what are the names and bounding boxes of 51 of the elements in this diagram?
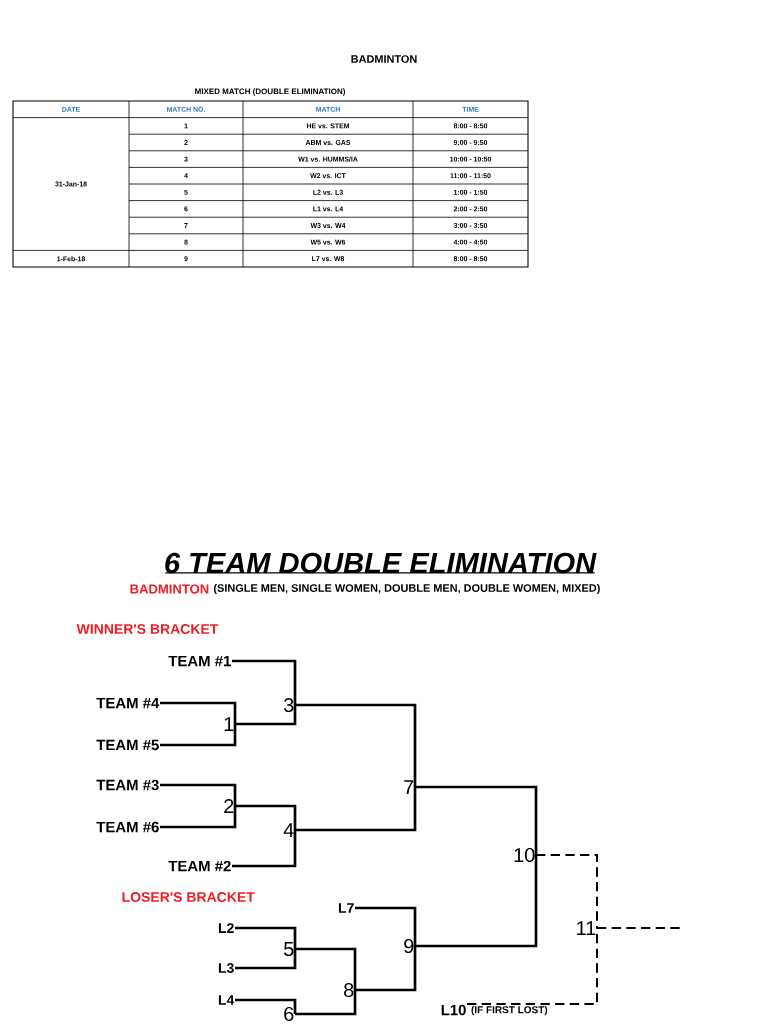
match-number: 3: [283, 697, 294, 713]
match-number: 6: [284, 1006, 294, 1022]
team-label: TEAM #3: [96, 779, 159, 791]
bracket-line: [160, 701, 237, 724]
team-label: L4: [218, 995, 235, 1005]
bracket-line: [415, 785, 538, 855]
bracket-line: [160, 806, 237, 829]
match-number: 9: [404, 938, 414, 954]
section-heading: LOSER'S BRACKET: [122, 892, 255, 902]
bracket-line: [160, 783, 237, 806]
team-label: L3: [218, 963, 234, 973]
match-number: 8: [344, 982, 354, 998]
bracket-line: [355, 906, 417, 946]
match-number: 10: [514, 847, 535, 863]
bracket-line: [355, 946, 417, 992]
match-number: 1: [224, 717, 234, 731]
team-label: TEAM #1: [168, 655, 231, 667]
table-heading: MIXED MATCH (DOUBLE ELIMINATION): [195, 88, 345, 96]
heading: BADMINTON: [351, 55, 417, 63]
bracket-line: [535, 854, 598, 929]
bracket-line: [295, 703, 417, 787]
match-number: 5: [284, 942, 294, 956]
team-label: TEAM #6: [96, 821, 159, 833]
bracket-line: [235, 804, 297, 830]
bracket-line: [235, 926, 297, 949]
bracket-line: [235, 949, 297, 970]
subtitle: (SINGLE MEN, SINGLE WOMEN, DOUBLE MEN, DOUBLE WOMEN, MIXED): [213, 583, 600, 595]
bracket-line: [235, 998, 297, 1014]
bracket-line: [232, 830, 297, 868]
bracket-line: [295, 990, 357, 1016]
team-label: L2: [218, 923, 234, 933]
match-number: 4: [283, 823, 294, 837]
bracket-line: [235, 705, 297, 726]
bracket-line: [160, 724, 237, 747]
team-label: L7: [338, 903, 354, 913]
team-label: TEAM #4: [96, 697, 160, 709]
bracket-line: [295, 787, 417, 832]
bracket-line: [466, 927, 598, 1006]
team-label: L10: [441, 1004, 466, 1016]
bracket-line: [415, 855, 538, 948]
bracket-title: 6 TEAM DOUBLE ELIMINATION: [165, 552, 597, 574]
match-number: 2: [224, 799, 234, 813]
subtitle: BADMINTON: [130, 584, 209, 594]
match-number: 11: [577, 921, 596, 935]
section-heading: WINNER'S BRACKET: [76, 624, 219, 634]
bracket-line: [295, 947, 357, 990]
team-label: TEAM #2: [168, 860, 231, 872]
bracket-line: [232, 659, 297, 705]
team-label: TEAM #5: [96, 739, 159, 751]
note: (IF FIRST LOST): [471, 1005, 548, 1016]
match-number: 7: [404, 780, 414, 794]
